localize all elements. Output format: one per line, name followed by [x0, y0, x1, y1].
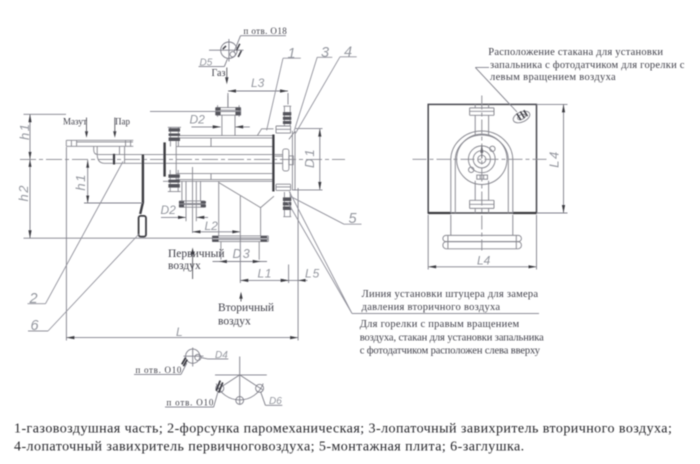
svg-text:воздуха, стакан для установки: воздуха, стакан для установки запальника	[360, 333, 544, 344]
svg-text:D1: D1	[302, 147, 317, 168]
svg-text:Вторичный: Вторичный	[218, 302, 274, 314]
svg-text:L4: L4	[547, 150, 562, 167]
svg-text:3: 3	[321, 45, 329, 61]
svg-text:D6: D6	[269, 396, 282, 407]
svg-text:давления вторичного воздуха: давления вторичного воздуха	[362, 302, 501, 313]
svg-text:2: 2	[29, 291, 38, 307]
svg-text:левым вращением воздуха: левым вращением воздуха	[490, 72, 616, 83]
svg-text:6: 6	[31, 318, 40, 334]
svg-text:воздух: воздух	[218, 316, 251, 328]
svg-text:п отв. O10: п отв. O10	[167, 397, 215, 407]
svg-text:Линия установки штуцера для за: Линия установки штуцера для замера	[362, 289, 539, 300]
svg-text:1: 1	[288, 46, 296, 62]
svg-text:h2: h2	[16, 184, 31, 201]
svg-text:h1: h1	[73, 173, 88, 190]
svg-text:L3: L3	[251, 76, 265, 90]
svg-text:Газ: Газ	[212, 68, 226, 79]
svg-text:Для горелки с правым вращением: Для горелки с правым вращением	[360, 319, 520, 330]
svg-text:D2: D2	[161, 203, 177, 217]
svg-text:D3: D3	[233, 247, 251, 261]
svg-text:4-лопаточный завихритель перви: 4-лопаточный завихритель первичноговозду…	[14, 440, 525, 455]
svg-text:D5: D5	[200, 57, 213, 68]
svg-text:L: L	[176, 325, 183, 339]
svg-text:L1: L1	[258, 267, 273, 281]
svg-text:воздух: воздух	[168, 260, 201, 272]
svg-text:с фотодатчиком расположен слев: с фотодатчиком расположен слева вверху	[360, 346, 541, 357]
svg-text:5: 5	[349, 211, 358, 227]
svg-text:Мазут: Мазут	[63, 117, 87, 127]
svg-text:Расположение стакана для устан: Расположение стакана для установки	[488, 47, 663, 58]
svg-text:L2: L2	[205, 219, 219, 233]
svg-text:D4: D4	[215, 350, 228, 361]
svg-text:п отв. O18: п отв. O18	[244, 26, 288, 36]
svg-text:L5: L5	[305, 267, 320, 281]
svg-text:п отв. O10: п отв. O10	[136, 365, 183, 375]
svg-text:h1: h1	[17, 123, 32, 140]
svg-text:1-газовоздушная часть; 2-форс: 1-газовоздушная часть; 2-форсунка пароме…	[14, 422, 672, 437]
svg-text:4: 4	[344, 44, 352, 60]
svg-text:L4: L4	[477, 253, 491, 267]
svg-text:Пар: Пар	[115, 117, 130, 127]
svg-text:Первичный: Первичный	[168, 248, 225, 260]
svg-text:запальника с фотодатчиком для: запальника с фотодатчиком для горелки с	[490, 60, 685, 71]
svg-text:D2: D2	[190, 112, 206, 126]
